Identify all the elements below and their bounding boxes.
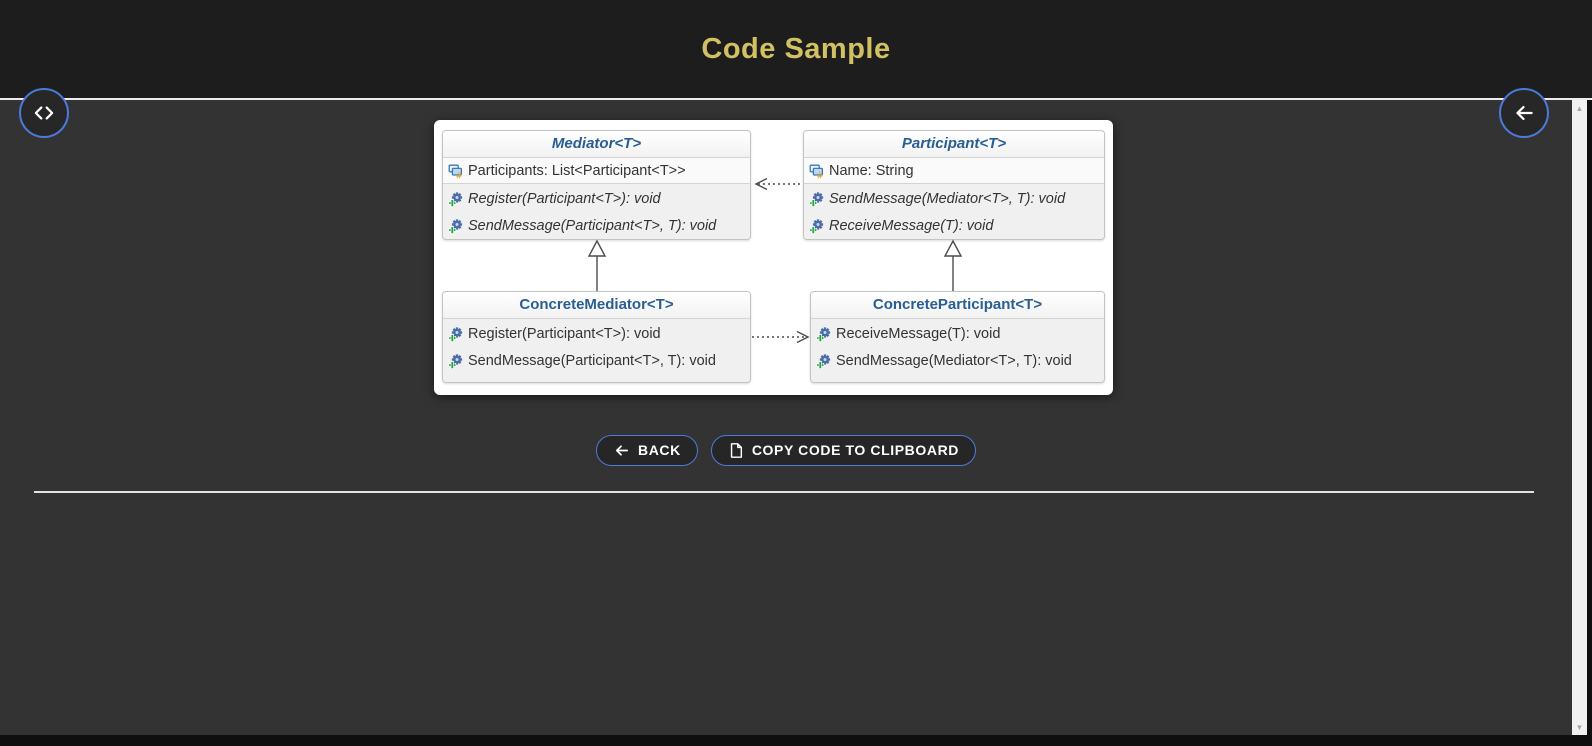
copy-code-button-label: COPY CODE TO CLIPBOARD [751, 442, 959, 458]
method-icon [448, 218, 463, 234]
method-text: SendMessage(Mediator<T>, T): void [829, 190, 1066, 207]
file-icon [728, 442, 744, 459]
class-method-row: Register(Participant<T>): void [443, 320, 750, 347]
methods-section: ReceiveMessage(T): void SendMessage(Medi… [811, 319, 1104, 382]
class-field-row: # Participants: List<Participant<T>> [443, 158, 750, 184]
method-text: Register(Participant<T>): void [468, 190, 661, 207]
methods-section: SendMessage(Mediator<T>, T): void Receiv… [804, 184, 1104, 239]
class-method-row: SendMessage(Mediator<T>, T): void [811, 347, 1104, 374]
field-text: Participants: List<Participant<T>> [468, 162, 686, 179]
code-icon [31, 100, 57, 126]
method-text: SendMessage(Mediator<T>, T): void [836, 352, 1072, 369]
class-mediator: Mediator<T> # Participants: List<Partici… [442, 130, 751, 240]
arrow-back-icon [1511, 100, 1537, 126]
method-icon [809, 191, 824, 207]
class-method-row: SendMessage(Participant<T>, T): void [443, 347, 750, 374]
methods-section: Register(Participant<T>): void SendMessa… [443, 319, 750, 382]
back-button[interactable]: BACK [596, 434, 698, 466]
svg-text:#: # [456, 170, 462, 178]
scroll-down-icon[interactable]: ▼ [1575, 722, 1584, 732]
class-concrete-participant: ConcreteParticipant<T> ReceiveMessage(T)… [810, 291, 1105, 383]
bottom-edge-bar [0, 735, 1592, 746]
class-method-row: ReceiveMessage(T): void [811, 320, 1104, 347]
method-icon [816, 326, 831, 342]
field-icon: # [809, 164, 823, 179]
copy-code-button[interactable]: COPY CODE TO CLIPBOARD [710, 434, 976, 466]
vertical-scrollbar[interactable]: ▲ ▼ [1572, 100, 1587, 735]
methods-section: Register(Participant<T>): void SendMessa… [443, 184, 750, 239]
method-icon [816, 353, 831, 369]
method-icon [448, 353, 463, 369]
back-fab[interactable] [1499, 88, 1549, 138]
svg-text:#: # [817, 170, 823, 178]
class-title: ConcreteMediator<T> [443, 292, 750, 319]
class-title: Participant<T> [804, 131, 1104, 158]
app-header: Code Sample [0, 0, 1592, 100]
method-text: ReceiveMessage(T): void [836, 325, 1001, 342]
method-icon [448, 191, 463, 207]
horizontal-divider [34, 491, 1534, 493]
class-method-row: Register(Participant<T>): void [443, 185, 750, 212]
method-text: SendMessage(Participant<T>, T): void [468, 352, 716, 369]
class-title: ConcreteParticipant<T> [811, 292, 1104, 319]
method-icon [809, 218, 824, 234]
field-icon: # [448, 164, 462, 179]
method-text: SendMessage(Participant<T>, T): void [468, 217, 717, 234]
class-participant: Participant<T> # Name: String SendMessag… [803, 130, 1105, 240]
class-method-row: SendMessage(Participant<T>, T): void [443, 212, 750, 239]
method-text: Register(Participant<T>): void [468, 325, 661, 342]
page-title: Code Sample [701, 32, 891, 65]
action-buttons-row: BACK COPY CODE TO CLIPBOARD [0, 433, 1572, 467]
back-button-label: BACK [638, 442, 681, 458]
class-concrete-mediator: ConcreteMediator<T> Register(Participant… [442, 291, 751, 383]
class-method-row: ReceiveMessage(T): void [804, 212, 1104, 239]
uml-diagram-panel: Mediator<T> # Participants: List<Partici… [434, 120, 1113, 395]
method-icon [448, 326, 463, 342]
right-edge-strip [1587, 100, 1592, 746]
scroll-up-icon[interactable]: ▲ [1575, 103, 1584, 113]
class-method-row: SendMessage(Mediator<T>, T): void [804, 185, 1104, 212]
view-code-fab[interactable] [19, 88, 69, 138]
method-text: ReceiveMessage(T): void [829, 217, 994, 234]
class-field-row: # Name: String [804, 158, 1104, 184]
field-text: Name: String [829, 162, 914, 179]
arrow-left-icon [613, 442, 630, 459]
class-title: Mediator<T> [443, 131, 750, 158]
